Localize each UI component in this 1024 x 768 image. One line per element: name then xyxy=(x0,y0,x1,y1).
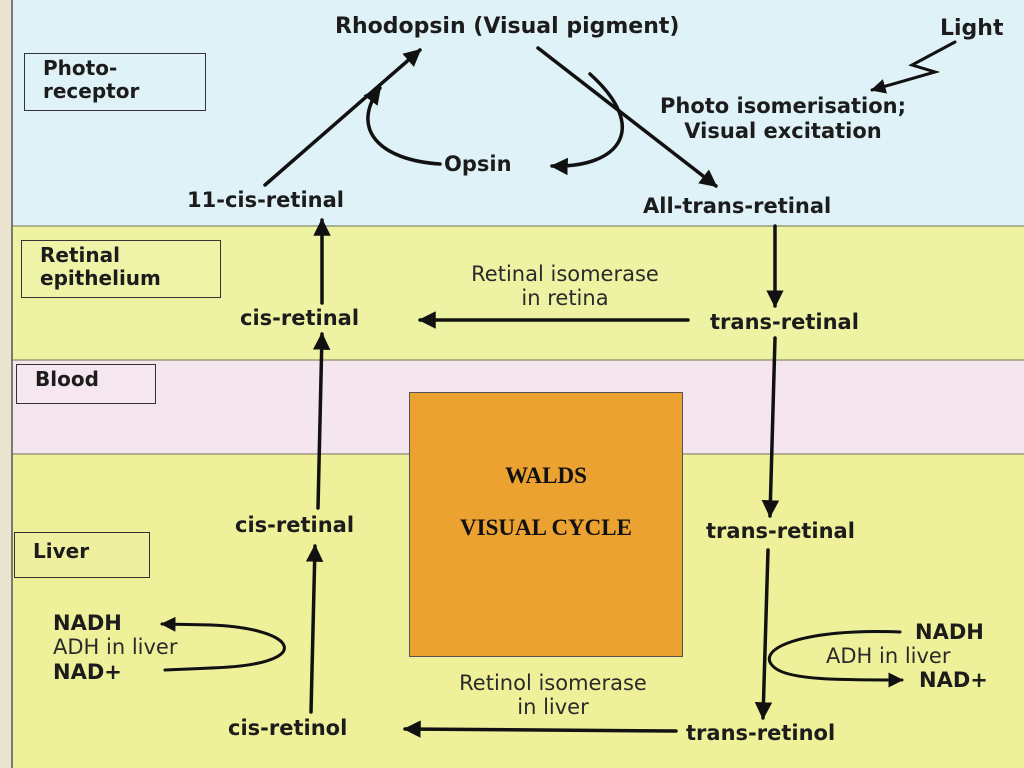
label-adh-right: ADH in liver xyxy=(826,644,951,668)
title-visual-cycle: VISUAL CYCLE xyxy=(460,515,632,540)
arrow-adh-curve-right xyxy=(767,630,904,688)
title-box: WALDS VISUAL CYCLE xyxy=(409,392,683,657)
arrow-adh-curve-left xyxy=(208,623,286,670)
label-11-cis-retinal: 11-cis-retinal xyxy=(187,188,344,212)
label-cis-retinal-epithelium: cis-retinal xyxy=(240,306,360,330)
label-photo-isomerisation: Photo isomerisation; Visual excitation xyxy=(660,94,907,143)
arrow-trans-retinal-down-2 xyxy=(761,336,780,518)
label-nad-right: NAD+ xyxy=(919,668,988,692)
label-all-trans-retinal: All-trans-retinal xyxy=(643,194,832,218)
arrow-cis-retinol-up xyxy=(305,544,324,714)
arrow-opsin-curve-right xyxy=(550,72,624,176)
label-light: Light xyxy=(940,16,1004,41)
arrow-trans-retinal-to-retinol xyxy=(754,548,773,720)
label-trans-retinal-liver: trans-retinal xyxy=(706,519,855,543)
arrow-cis-retinal-up-2 xyxy=(312,332,331,510)
zone-blood: Blood xyxy=(16,364,156,404)
label-retinal-isomerase: Retinal isomerase in retina xyxy=(471,262,659,310)
photoreceptor-band xyxy=(12,0,1024,226)
label-nad-left: NAD+ xyxy=(53,660,122,684)
arrow-retinol-isomerase xyxy=(403,720,678,738)
label-rhodopsin: Rhodopsin (Visual pigment) xyxy=(335,14,680,39)
label-nadh-right: NADH xyxy=(915,620,984,644)
zone-retinal-epithelium: Retinal epithelium xyxy=(21,240,221,298)
zone-liver: Liver xyxy=(14,532,150,578)
epithelium-band xyxy=(12,226,1024,360)
zone-photoreceptor: Photo- receptor xyxy=(24,53,206,111)
label-adh-left: ADH in liver xyxy=(53,635,178,659)
arrow-cis-to-rhodopsin xyxy=(263,48,422,187)
left-margin-strip xyxy=(0,0,12,768)
title-walds: WALDS xyxy=(505,463,587,488)
arrow-opsin-curve-left xyxy=(363,86,442,166)
arrow-rhodopsin-to-all-trans xyxy=(536,46,718,188)
light-bolt xyxy=(870,40,957,94)
arrow-nadh-left xyxy=(160,616,214,632)
label-trans-retinol: trans-retinol xyxy=(686,721,836,745)
label-retinol-isomerase: Retinol isomerase in liver xyxy=(459,671,647,719)
label-opsin: Opsin xyxy=(444,152,512,176)
label-cis-retinol: cis-retinol xyxy=(228,716,348,740)
label-trans-retinal-epithelium: trans-retinal xyxy=(710,310,859,334)
label-nadh-left: NADH xyxy=(53,611,122,635)
label-cis-retinal-liver: cis-retinal xyxy=(235,513,355,537)
arrow-nad-left xyxy=(163,666,214,672)
